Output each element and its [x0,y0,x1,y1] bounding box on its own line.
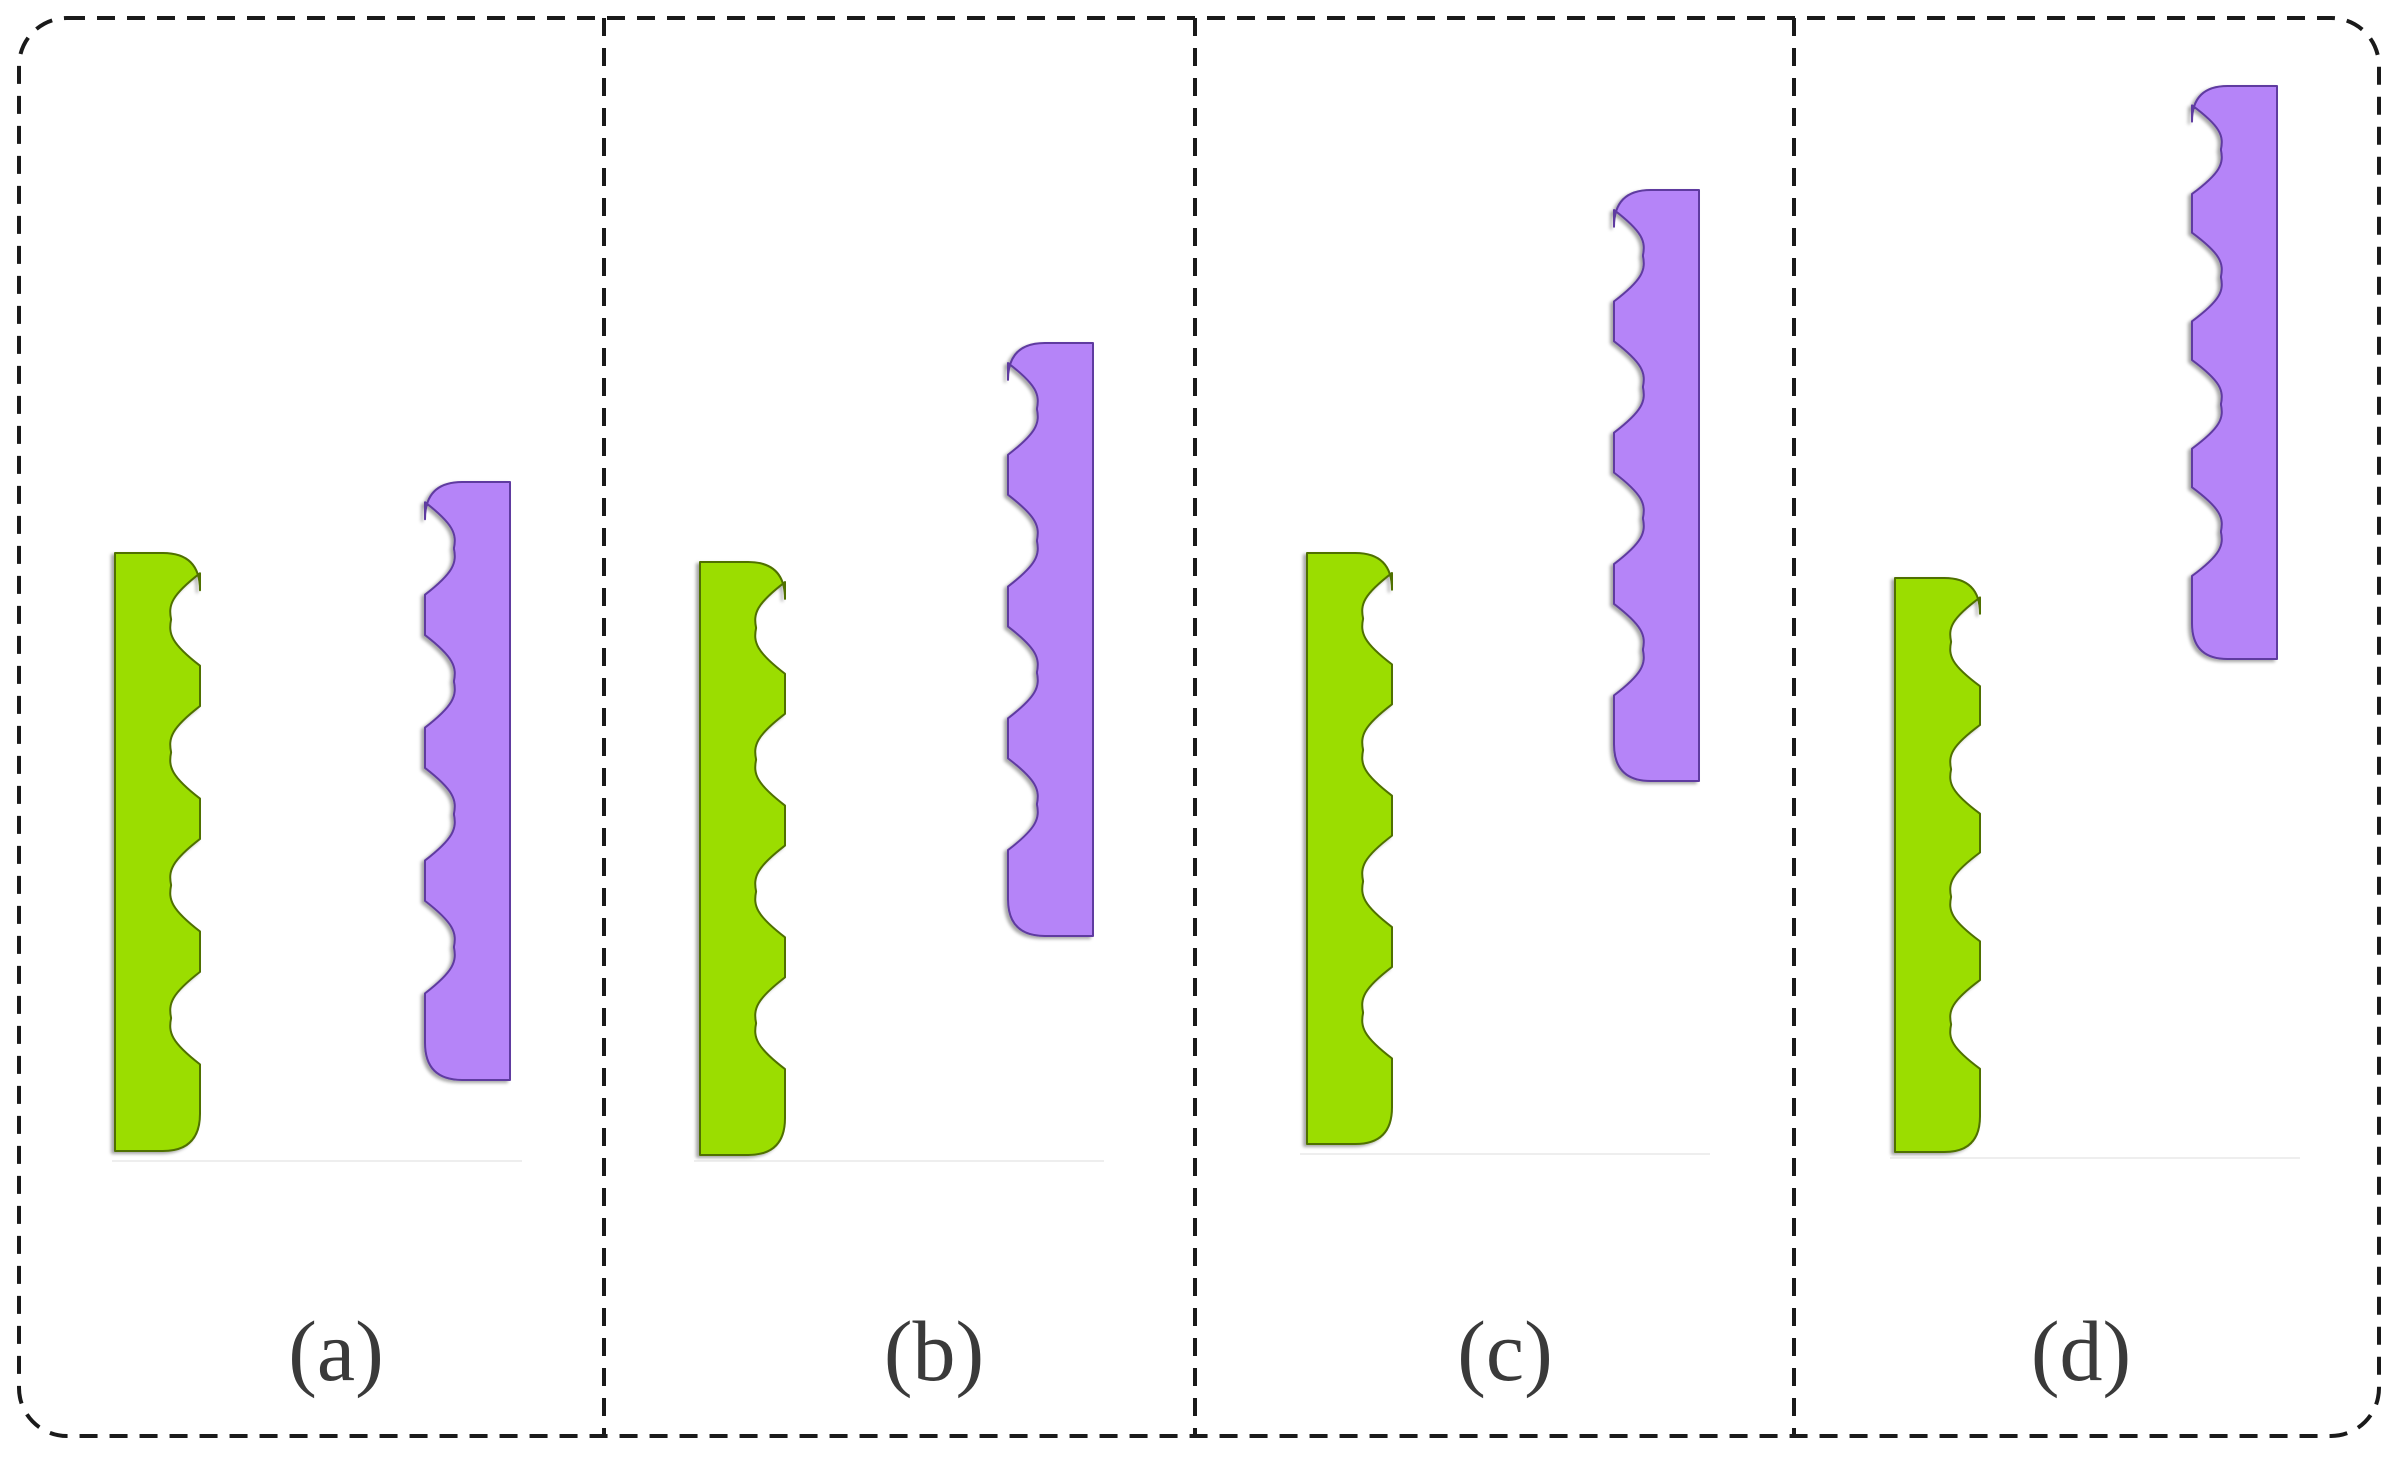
green-comb-strip [114,552,201,1152]
panel-label-b: (b) [884,1303,984,1399]
panel-label-a: (a) [288,1303,383,1399]
panel-b: (b) [694,342,1104,1399]
panel-c: (c) [1300,189,1710,1399]
green-comb-strip [1306,552,1393,1145]
panel-label-c: (c) [1457,1303,1552,1399]
panel-label-d: (d) [2031,1303,2131,1399]
purple-comb-strip [1007,342,1094,937]
purple-comb-strip [2191,85,2278,660]
outer-frame [17,16,2381,1438]
panel-d: (d) [1890,85,2300,1399]
purple-comb-strip [1613,189,1700,782]
green-comb-strip [699,561,786,1156]
green-comb-strip [1894,577,1981,1153]
panel-a: (a) [112,481,522,1399]
purple-comb-strip [424,481,511,1081]
